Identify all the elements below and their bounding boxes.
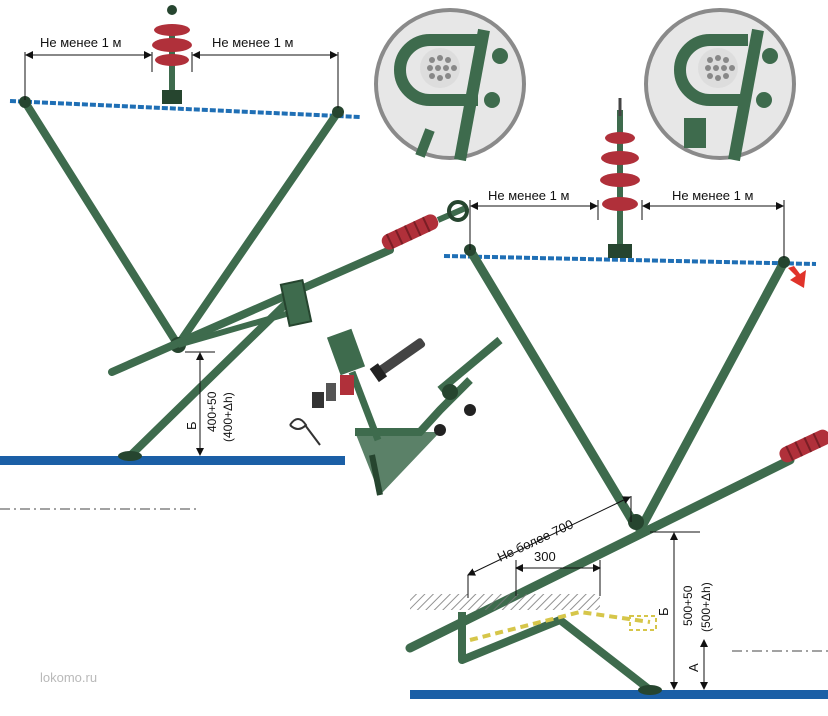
detail-circle-1 (374, 8, 526, 162)
right-dim-right-label: Не менее 1 м (672, 188, 753, 203)
right-dim-left-label: Не менее 1 м (488, 188, 569, 203)
right-height-value: 500+50 (681, 585, 695, 626)
right-height-value-alt: (500+Δh) (699, 582, 713, 632)
left-height-dimension: Б 400+50 (400+Δh) (184, 351, 235, 456)
left-contact-wire (9, 99, 361, 119)
red-marker-arrow (788, 266, 806, 288)
detail-circle-2 (644, 8, 796, 162)
left-top-dimensions: Не менее 1 м Не менее 1 м (24, 35, 339, 108)
right-hatched-clamp (410, 594, 600, 610)
right-height-A: А (686, 663, 701, 672)
left-dim-left-label: Не менее 1 м (40, 35, 121, 50)
left-height-B: Б (184, 421, 199, 430)
right-strut-a (465, 245, 637, 525)
right-strut-b (635, 257, 789, 535)
watermark-text: lokomo.ru (40, 670, 97, 685)
left-main-arm (108, 246, 394, 376)
right-top-insulator (600, 98, 640, 258)
right-top-dimensions: Не менее 1 м Не менее 1 м (469, 188, 785, 258)
right-pulloff-insulator (779, 429, 828, 463)
right-ghost-bracket (469, 609, 651, 642)
right-height-dimension: Б А 500+50 (500+Δh) (650, 531, 713, 690)
left-strut-a (21, 98, 182, 349)
left-strut-b (174, 108, 342, 349)
left-height-value: 400+50 (205, 391, 219, 432)
right-height-B: Б (656, 607, 671, 616)
right-main-arm (405, 455, 795, 653)
left-pulloff-insulator (381, 214, 439, 250)
right-assembly: Не менее 1 м Не менее 1 м Не более 700 3… (405, 98, 828, 699)
left-brace (177, 307, 301, 348)
left-dim-right-label: Не менее 1 м (212, 35, 293, 50)
right-contact-wire (443, 254, 817, 266)
right-rail (410, 690, 828, 699)
left-assembly: Не менее 1 м Не менее 1 м Б 400+50 (400+… (0, 5, 470, 510)
left-rail (0, 456, 345, 465)
left-height-value-alt: (400+Δh) (221, 392, 235, 442)
right-lower-bracket (458, 612, 653, 694)
exploded-parts (289, 328, 503, 496)
right-length-300-label: 300 (534, 549, 556, 564)
left-top-insulator (152, 5, 192, 104)
